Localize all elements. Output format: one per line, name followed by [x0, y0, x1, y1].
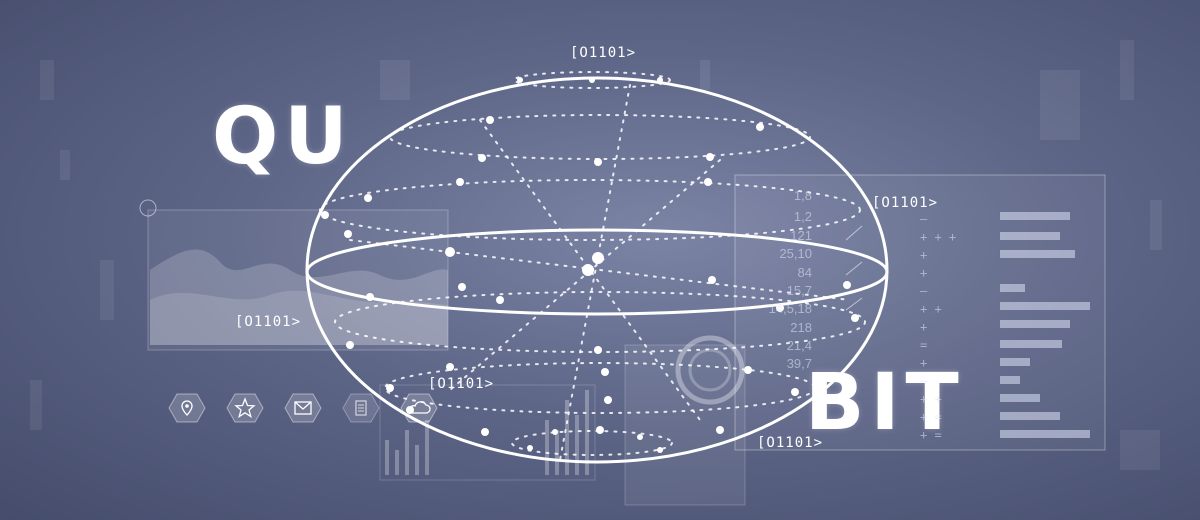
panel-number: 15,7	[786, 283, 812, 298]
ket-label-left: [O1101>	[235, 314, 302, 330]
panel-number: 84	[797, 265, 812, 280]
panel-number: 25,10	[779, 246, 812, 261]
panel-sign: +	[920, 356, 928, 370]
cloud-icon	[400, 393, 438, 423]
ket-label-bottom-right: [O1101>	[757, 435, 824, 451]
panel-sign: + =	[920, 410, 942, 424]
left-area-chart-panel	[139, 199, 449, 351]
location-pin-icon	[168, 393, 206, 423]
ket-label-right: [O1101>	[872, 195, 939, 211]
panel-sign: + +	[920, 392, 942, 406]
panel-number: 39,7	[786, 356, 812, 371]
equator-ring	[305, 228, 889, 316]
panel-sign: +	[920, 266, 928, 280]
ket-label-top: [O1101>	[570, 45, 637, 61]
panel-number: 21,4	[786, 338, 812, 353]
panel-number: 121	[790, 228, 812, 243]
title-qu: QU	[212, 92, 354, 182]
panel-sign: + +	[920, 302, 942, 316]
document-icon	[342, 393, 380, 423]
mail-icon	[284, 393, 322, 423]
star-icon	[226, 393, 264, 423]
panel-number: 218	[790, 320, 812, 335]
right-data-panel	[734, 174, 1106, 451]
panel-number: 14,5,18	[768, 301, 812, 316]
panel-sign: –	[920, 212, 928, 226]
bottom-bar-chart	[385, 390, 589, 475]
panel-number: 1,8	[793, 188, 812, 203]
title-bit: BIT	[805, 358, 965, 448]
panel-sign: + =	[920, 428, 942, 442]
panel-sign: –	[920, 374, 928, 388]
panel-sign: +	[920, 248, 928, 262]
panel-sign: –	[920, 284, 928, 298]
panel-sign: + + +	[920, 230, 957, 244]
ket-label-bottom-left: [O1101>	[428, 376, 495, 392]
panel-sign: =	[920, 338, 928, 352]
panel-sign: +	[920, 320, 928, 334]
panel-number: 1,2	[793, 209, 812, 224]
